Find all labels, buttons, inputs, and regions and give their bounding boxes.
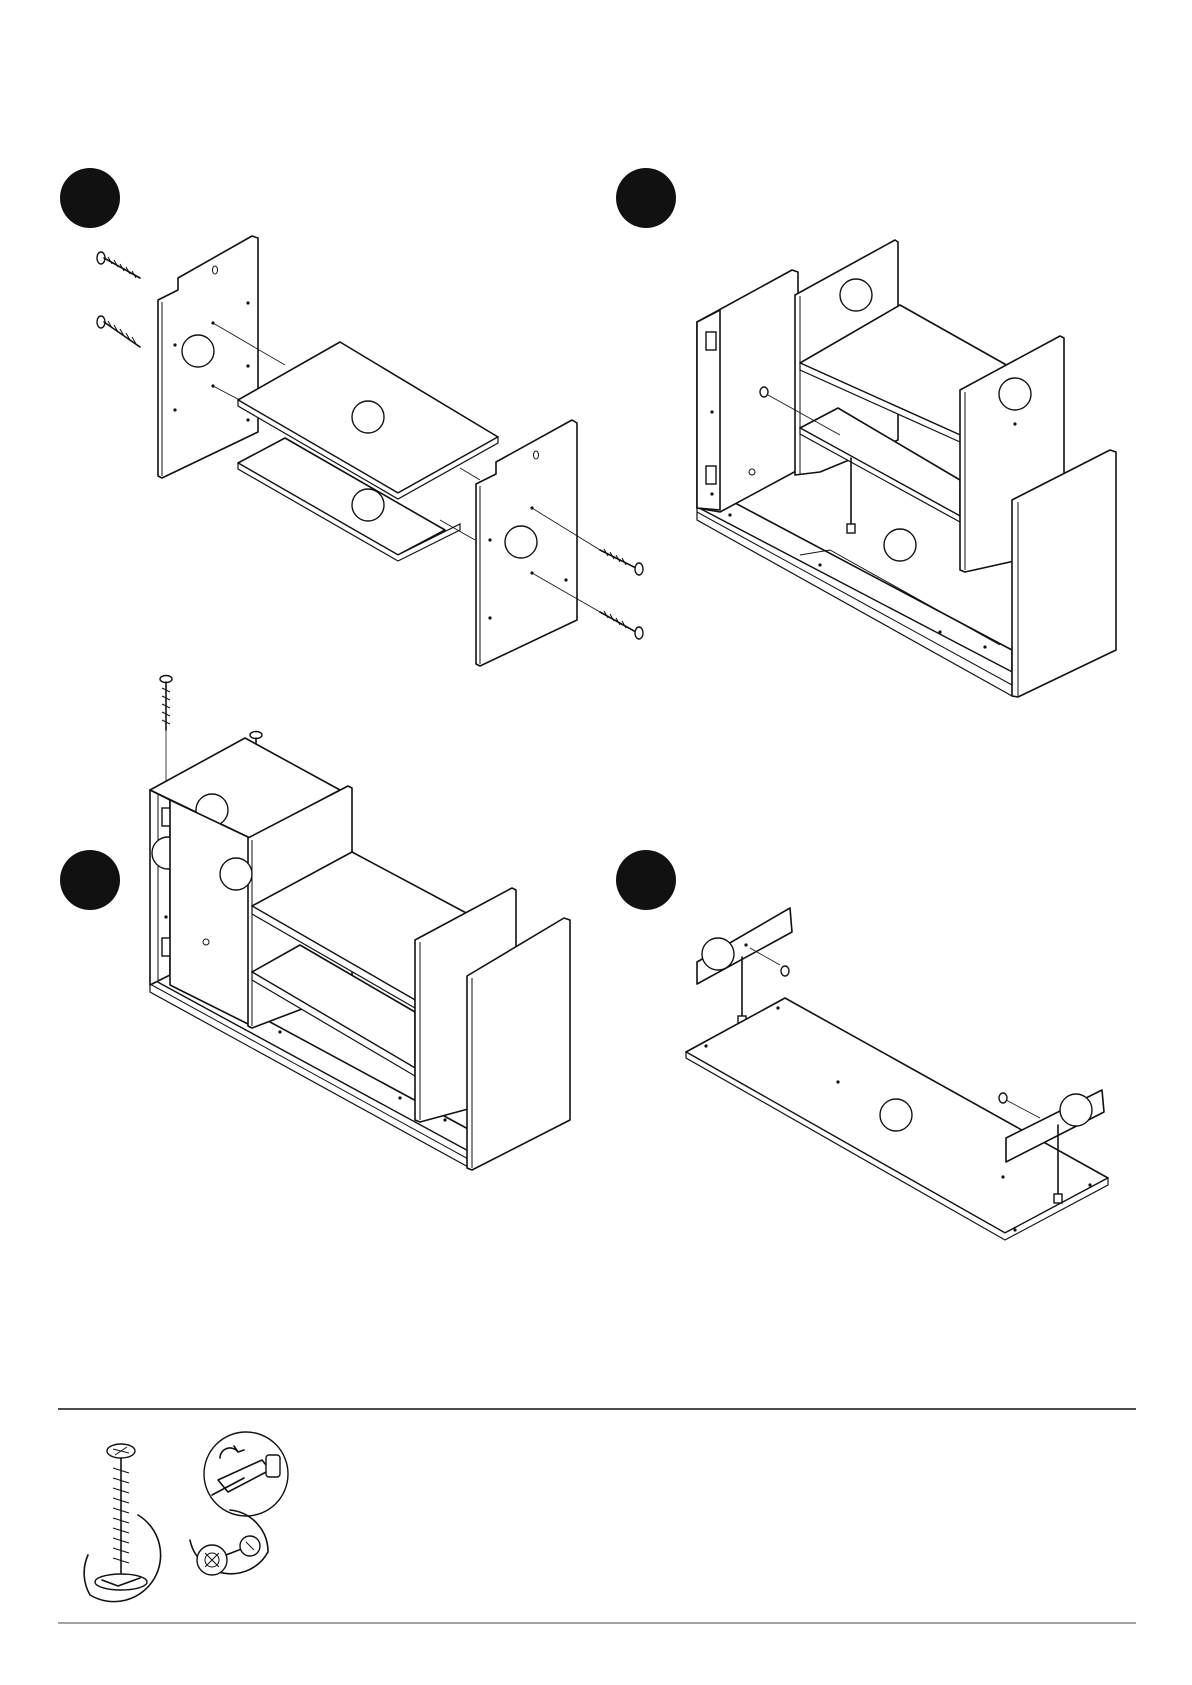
screw-tightening-icon: [84, 1444, 160, 1602]
part-label: [1060, 1094, 1092, 1126]
screw-icon: [97, 252, 140, 278]
step-4-badge: [616, 850, 676, 910]
step-4: [616, 850, 1108, 1240]
part-label: [352, 489, 384, 521]
step-1-badge: [60, 168, 120, 228]
part-label: [182, 335, 214, 367]
screw-icon: [97, 316, 140, 347]
part-label: [505, 526, 537, 558]
part-label: [884, 529, 916, 561]
side-panel-left: [697, 270, 798, 512]
part-label: [999, 378, 1031, 410]
part-label: [840, 279, 872, 311]
cam-lock-detail-icon: [190, 1510, 268, 1575]
part-label: [702, 938, 734, 970]
screw-icon: [600, 549, 643, 575]
part-label: [352, 401, 384, 433]
part-label: [880, 1099, 912, 1131]
back-inner-panel: [170, 800, 250, 1025]
step-3-badge: [60, 850, 120, 910]
step-2: [616, 168, 1116, 697]
step-2-badge: [616, 168, 676, 228]
part-label: [220, 858, 252, 890]
step-1: [60, 168, 643, 666]
step-3: [60, 676, 570, 1171]
side-panel-left: [158, 236, 258, 478]
cam-lock-turn-icon: [204, 1432, 288, 1516]
screw-icon: [600, 611, 643, 639]
screw-icon: [160, 676, 172, 787]
side-panel-right: [476, 420, 577, 666]
